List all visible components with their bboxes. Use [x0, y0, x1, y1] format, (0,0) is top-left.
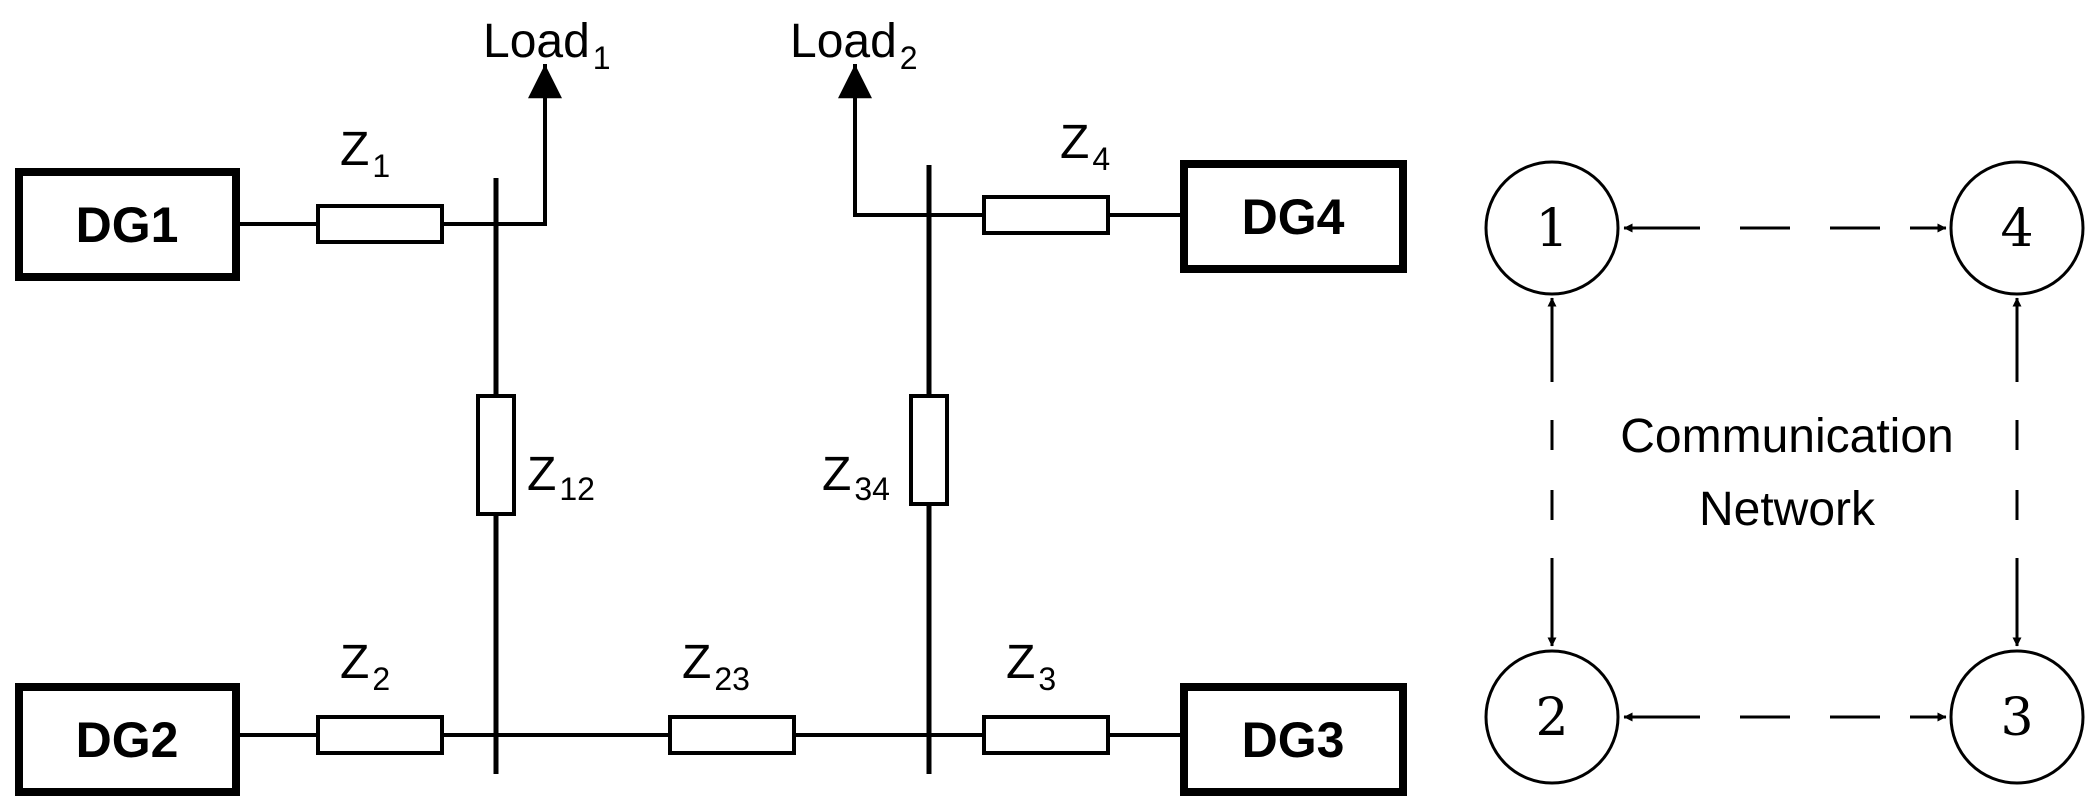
z23-label: Z23	[682, 636, 750, 697]
node-4-label: 4	[2000, 199, 2033, 259]
load2-label: Load2	[790, 15, 918, 76]
communication-network: 1 2 3 4 Communication Network	[1484, 160, 2085, 785]
dg4-label: DG4	[1242, 189, 1345, 245]
impedance-z12	[476, 394, 516, 516]
z23-base: Z	[682, 636, 711, 689]
node-1	[1484, 160, 1620, 296]
z1-label: Z1	[340, 123, 390, 184]
z2-sub: 2	[372, 661, 390, 697]
load2-sub: 2	[900, 40, 918, 76]
node-3	[1949, 649, 2085, 785]
z12-base: Z	[527, 448, 556, 501]
impedance-z2	[316, 715, 444, 755]
z3-label: Z3	[1006, 636, 1056, 697]
z4-base: Z	[1060, 116, 1089, 169]
z1-base: Z	[340, 123, 369, 176]
node-4	[1949, 160, 2085, 296]
impedance-z4	[982, 195, 1110, 235]
impedance-z1	[316, 204, 444, 244]
dg2-unit: DG2	[15, 683, 240, 796]
dg1-unit: DG1	[15, 168, 240, 281]
dg1-box	[15, 168, 240, 281]
load1-sub: 1	[593, 40, 611, 76]
dg2-label: DG2	[76, 712, 179, 768]
network-label-line1: Communication	[1620, 410, 1953, 463]
z12-label: Z12	[527, 448, 595, 507]
dg2-box	[15, 683, 240, 796]
impedance-z23	[668, 715, 796, 755]
dg1-label: DG1	[76, 197, 179, 253]
z4-label: Z4	[1060, 116, 1110, 177]
z2-base: Z	[340, 636, 369, 689]
z4-sub: 4	[1092, 141, 1110, 177]
z1-sub: 1	[372, 148, 390, 184]
z34-base: Z	[822, 448, 851, 501]
dg4-unit: DG4	[1180, 160, 1407, 273]
dg3-unit: DG3	[1180, 683, 1407, 796]
impedance-z34	[909, 394, 949, 506]
load1-label: Load1	[483, 15, 611, 76]
impedance-z3	[982, 715, 1110, 755]
network-label-bg	[1580, 405, 1996, 540]
dg3-label: DG3	[1242, 712, 1345, 768]
z3-sub: 3	[1038, 661, 1056, 697]
dg3-box	[1180, 683, 1407, 796]
node-2-label: 2	[1535, 688, 1568, 748]
z12-sub: 12	[559, 471, 595, 507]
network-label-line2: Network	[1699, 483, 1876, 536]
z23-sub: 23	[714, 661, 750, 697]
z34-label: Z34	[822, 448, 890, 507]
node-1-label: 1	[1535, 199, 1568, 259]
dg4-box	[1180, 160, 1407, 273]
node-3-label: 3	[2000, 688, 2033, 748]
load1-base: Load	[483, 15, 590, 68]
node-2	[1484, 649, 1620, 785]
z3-base: Z	[1006, 636, 1035, 689]
load2-base: Load	[790, 15, 897, 68]
z2-label: Z2	[340, 636, 390, 697]
z34-sub: 34	[854, 471, 890, 507]
